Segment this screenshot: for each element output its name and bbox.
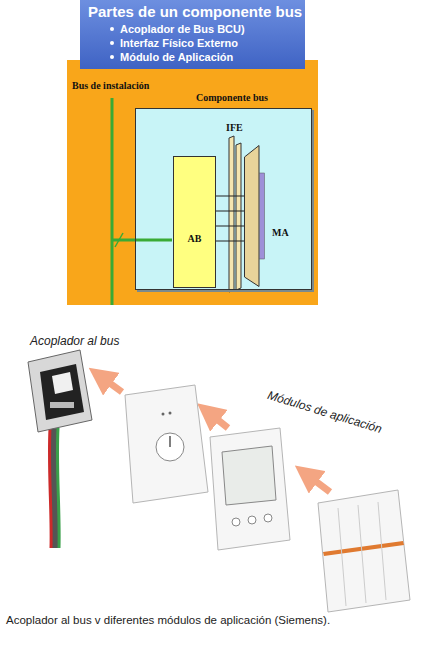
switch-divider [358, 505, 366, 603]
display-screen [222, 446, 276, 505]
module-strip [260, 173, 265, 259]
dial-mark [169, 436, 171, 447]
coupler-caption: Acoplador al bus [30, 334, 119, 348]
cable-green [57, 428, 59, 548]
switch-divider [378, 502, 386, 600]
figure-caption: Acoplador al bus v diferentes módulos de… [6, 614, 417, 626]
component-box: Componente busABMA [135, 108, 312, 290]
interface-lines [216, 196, 244, 241]
module-shape [244, 145, 266, 287]
bus-line [111, 98, 114, 305]
bullet-item: Interfaz Físico Externo [88, 36, 297, 50]
bus-slash [115, 233, 123, 247]
display-module [210, 428, 290, 550]
coupler-label [52, 372, 73, 394]
coupler-box: AB [173, 156, 216, 288]
box-heading: Componente bus [196, 92, 268, 103]
display-button [232, 518, 240, 526]
title-band: Partes de un componente busAcoplador de … [80, 0, 305, 69]
bullet-dot [110, 41, 114, 45]
switch-module [318, 490, 410, 612]
bullet-item: Acoplador de Bus BCU) [88, 22, 297, 36]
bus-label: Bus de instalación [72, 80, 149, 91]
cable-red [49, 428, 51, 548]
display-button [248, 516, 256, 524]
led [169, 412, 172, 415]
assembly-arrow [306, 474, 330, 492]
component-fill [135, 108, 312, 290]
coupler-frame [28, 350, 92, 432]
assembly-arrow [208, 412, 228, 428]
interface-label: IFE [226, 122, 243, 133]
thermostat-module [125, 385, 208, 503]
bullet-dot [110, 55, 114, 59]
bus-branch [112, 239, 172, 242]
ife-plate [236, 143, 241, 290]
box-label: AB [174, 233, 215, 244]
bullet-item: Módulo de Aplicación [88, 50, 297, 64]
ife-plate [229, 136, 234, 292]
orange-panel [67, 60, 318, 305]
display-button [264, 514, 272, 522]
module-outline [245, 146, 260, 287]
led [162, 413, 165, 416]
bullet-dot [110, 27, 114, 31]
switch-divider [338, 508, 346, 606]
switch-strip [323, 541, 404, 556]
coupler-pins [50, 402, 74, 408]
assembly-arrow [100, 376, 122, 392]
module-box: MA [244, 145, 304, 287]
thermostat-dial [156, 433, 184, 461]
title: Partes de un componente bus [88, 3, 297, 20]
coupler-body [40, 364, 84, 420]
cable [53, 428, 55, 548]
modules-caption: Módulos de aplicación [266, 388, 384, 436]
box-label: MA [272, 227, 289, 238]
